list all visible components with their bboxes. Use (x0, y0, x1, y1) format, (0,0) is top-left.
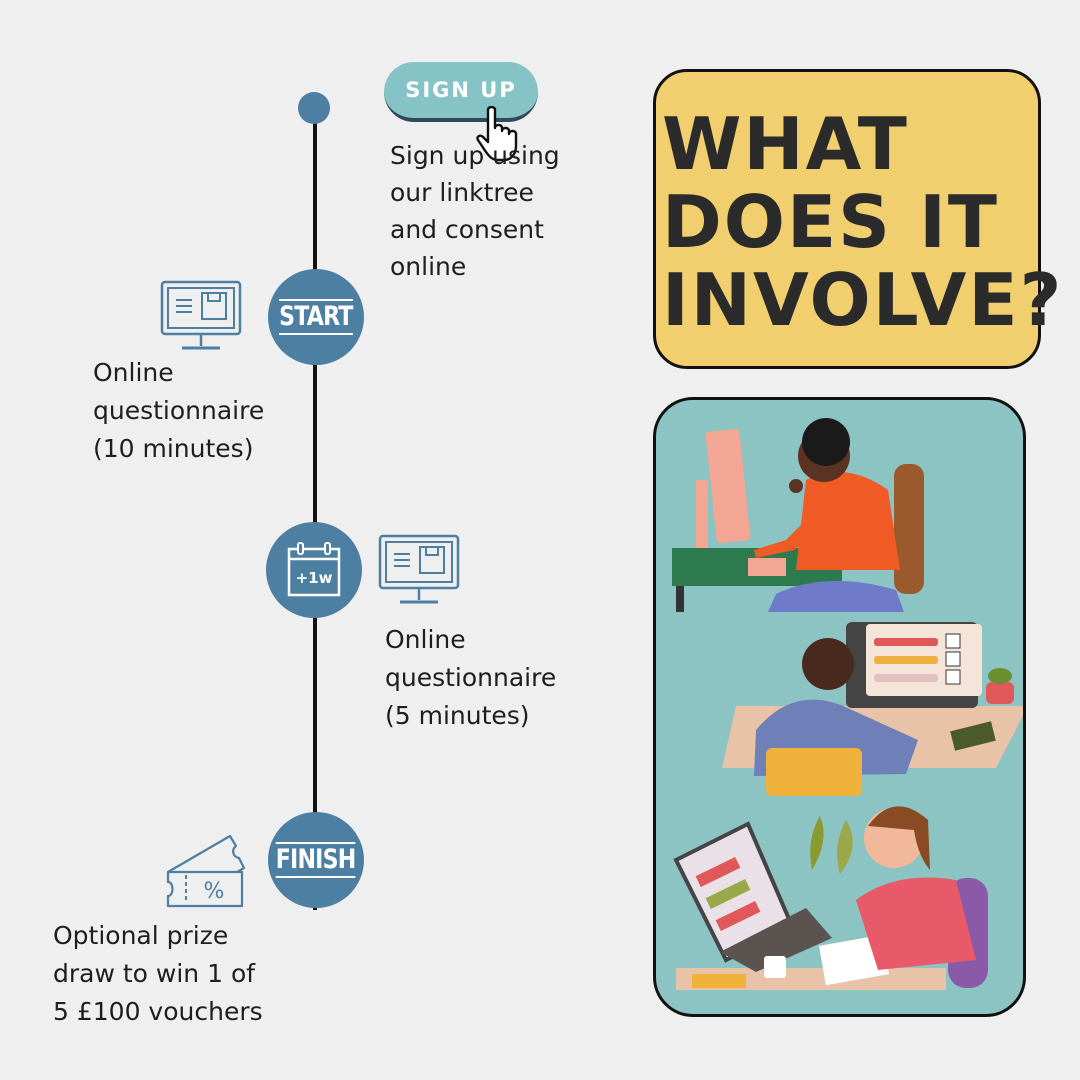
man-at-desk-scene (672, 418, 924, 612)
calendar-icon: +1w (287, 542, 341, 597)
title-panel (653, 69, 1041, 369)
sign-up-button[interactable]: SIGN UP (384, 62, 538, 122)
text-line: our linktree (390, 178, 534, 207)
prize-description: Optional prize draw to win 1 of 5 £100 v… (53, 917, 263, 1031)
week-label: +1w (296, 569, 333, 587)
text-line: 5 £100 vouchers (53, 997, 263, 1026)
start-label: START (279, 299, 354, 335)
text-line: (10 minutes) (93, 434, 254, 463)
computer-monitor-icon (160, 280, 242, 350)
text-line: draw to win 1 of (53, 959, 256, 988)
woman-at-laptop-scene (673, 806, 988, 990)
text-line: (5 minutes) (385, 701, 530, 730)
finish-circle: FINISH (268, 812, 364, 908)
computer-monitor-icon (378, 534, 460, 604)
text-line: Online (385, 625, 466, 654)
page-title: WHAT DOES IT INVOLVE? (662, 105, 1063, 339)
pointer-hand-icon (476, 106, 518, 162)
text-line: Online (93, 358, 174, 387)
percent-symbol: % (204, 879, 225, 904)
text-line: questionnaire (385, 663, 557, 692)
timeline-top-dot (298, 92, 330, 124)
text-line: questionnaire (93, 396, 265, 425)
text-line: Sign up using (390, 141, 560, 170)
questionnaire-2-description: Online questionnaire (5 minutes) (385, 621, 556, 735)
man-from-behind-scene (722, 622, 1023, 796)
text-line: Optional prize (53, 921, 229, 950)
title-line: WHAT (662, 102, 909, 186)
week-circle: +1w (266, 522, 362, 618)
signup-description: Sign up using our linktree and consent o… (390, 137, 560, 285)
title-line: DOES IT (662, 180, 999, 264)
illustration-panel (653, 397, 1026, 1017)
start-circle: START (268, 269, 364, 365)
text-line: online (390, 252, 467, 281)
title-line: INVOLVE? (662, 258, 1064, 342)
text-line: and consent (390, 215, 544, 244)
finish-label: FINISH (276, 842, 357, 878)
people-at-computers-illustration (672, 418, 1023, 990)
timeline-line (313, 105, 317, 910)
discount-ticket-icon: % (166, 834, 246, 908)
questionnaire-1-description: Online questionnaire (10 minutes) (93, 354, 264, 468)
